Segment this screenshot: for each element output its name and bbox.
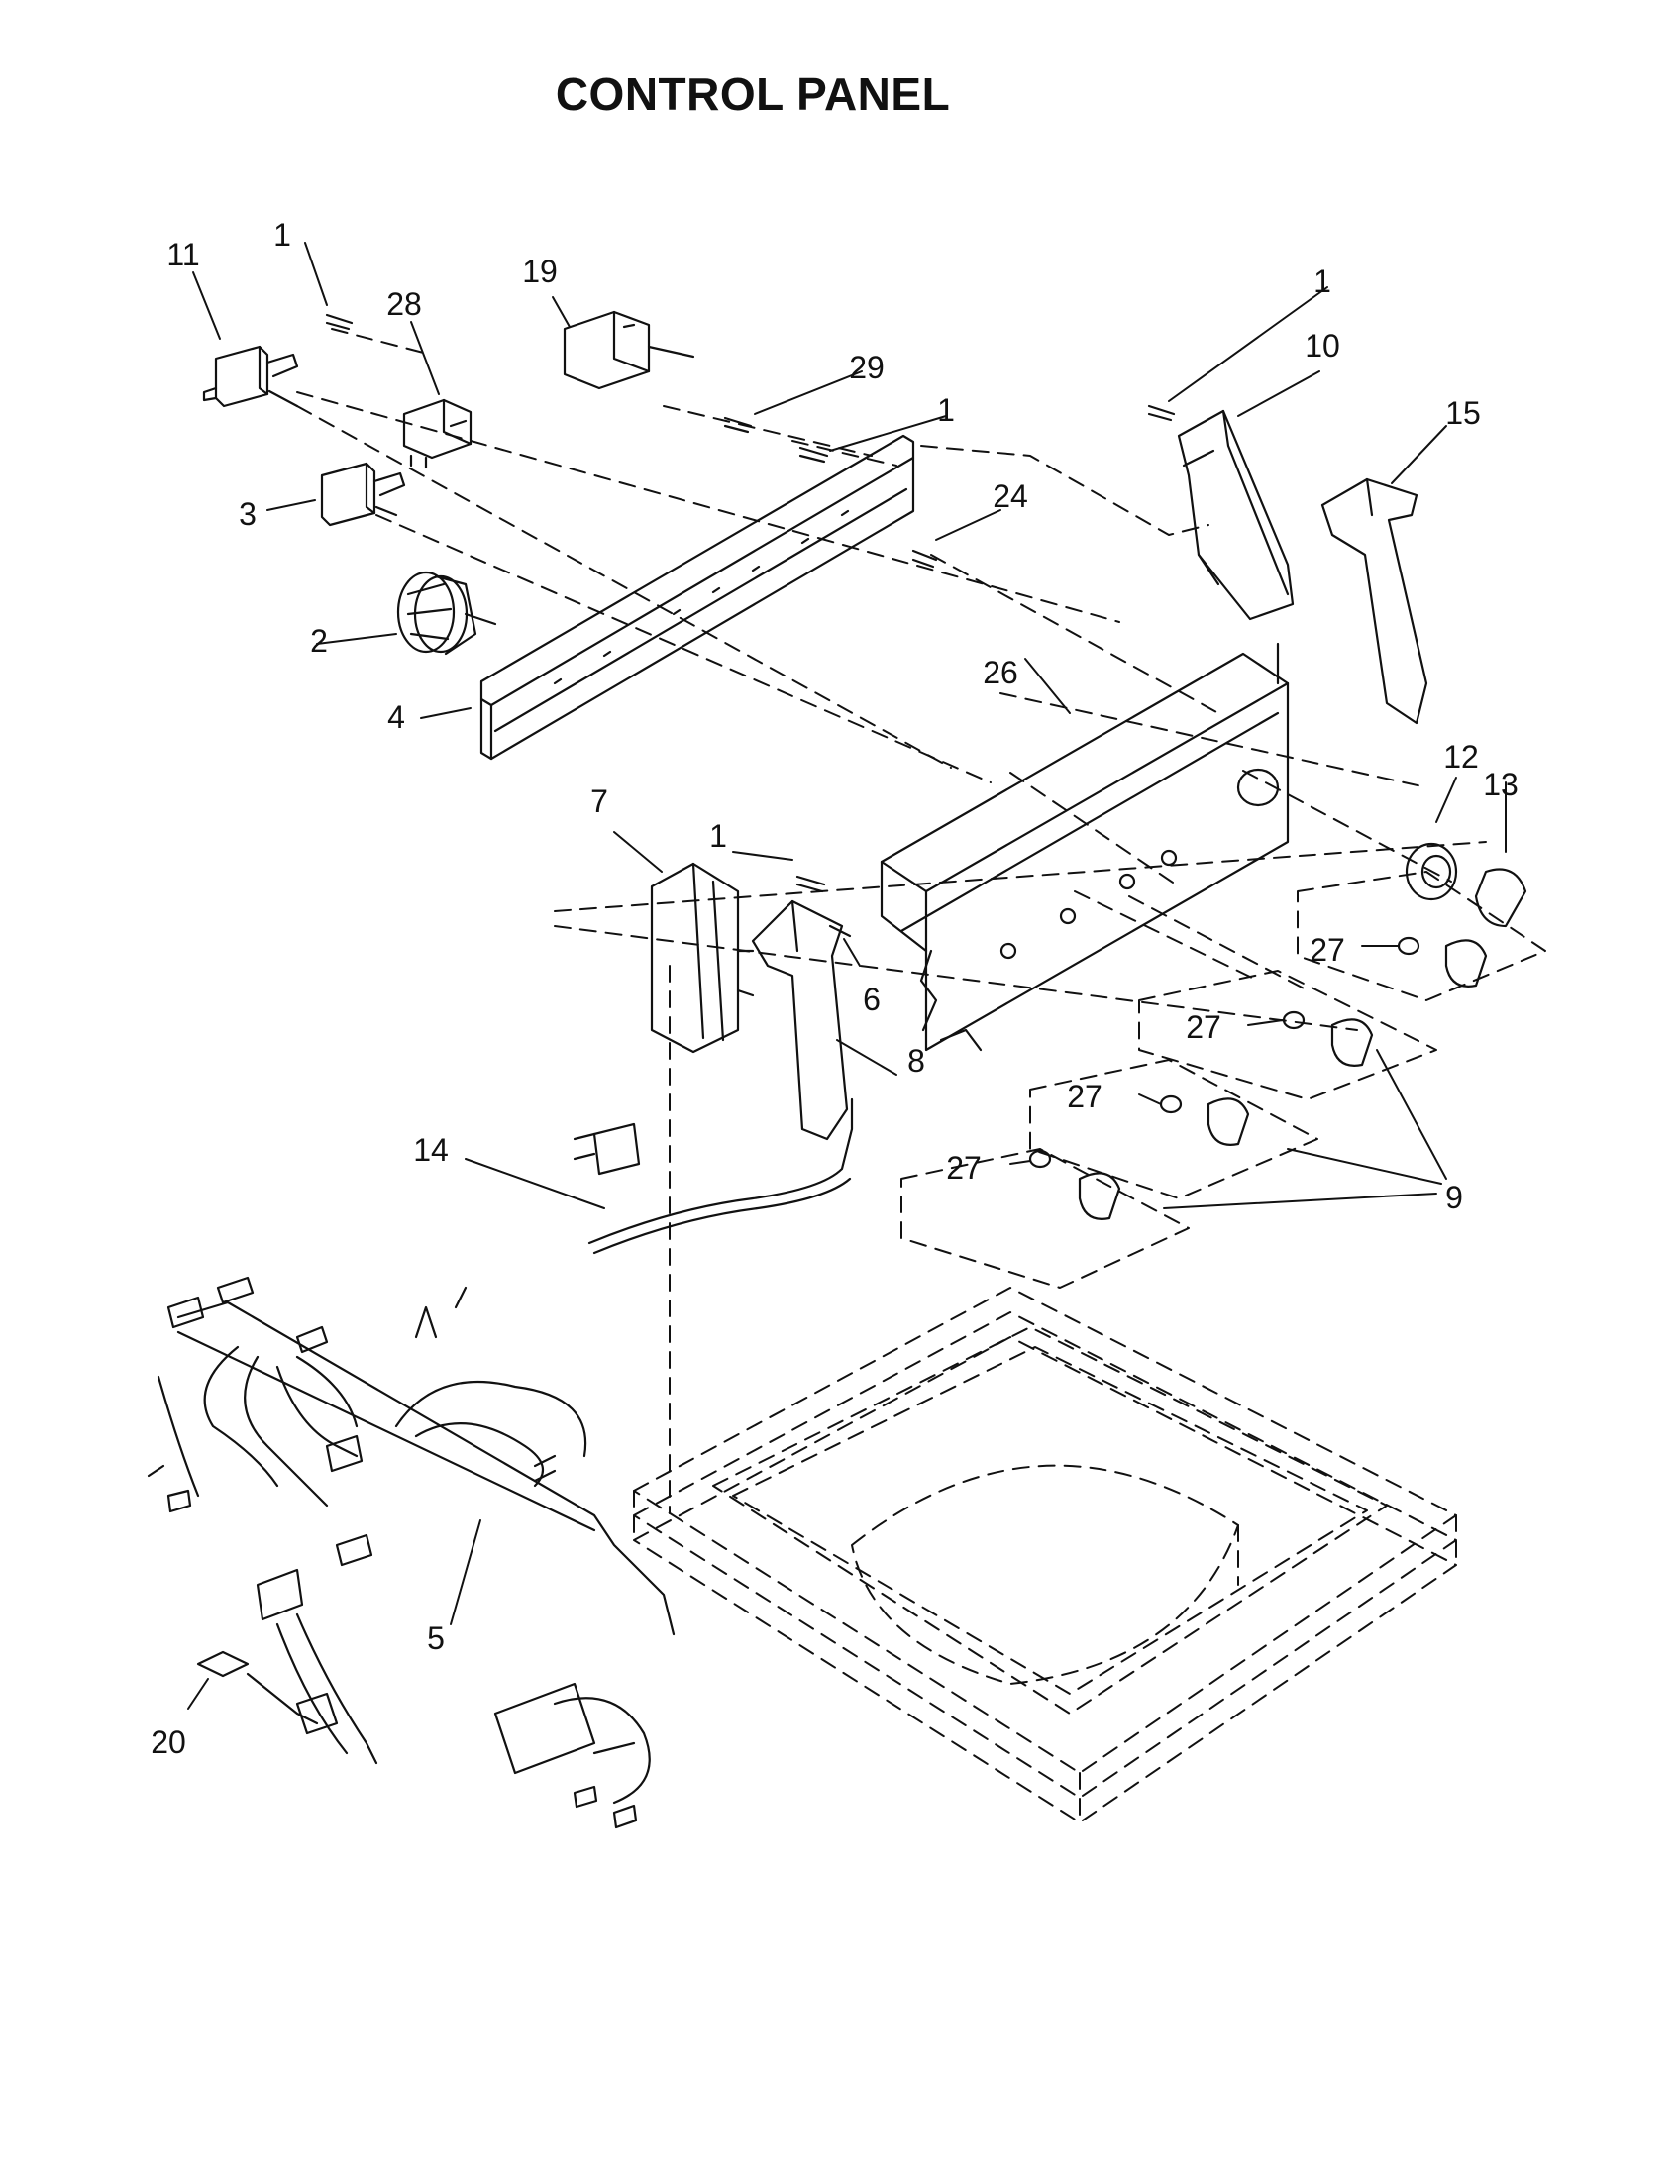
callout-1: 1 xyxy=(709,818,727,854)
callout-19: 19 xyxy=(522,254,558,289)
part-14-power-cord xyxy=(573,1097,854,1255)
callout-24: 24 xyxy=(993,478,1028,514)
callout-8: 8 xyxy=(907,1043,925,1079)
callout-15: 15 xyxy=(1445,395,1481,431)
part-2-rotary-selector xyxy=(396,571,497,656)
callout-2: 2 xyxy=(310,623,328,659)
callout-20: 20 xyxy=(151,1724,186,1760)
callout-27: 27 xyxy=(1067,1079,1102,1114)
callout-leaders xyxy=(187,242,1507,1710)
part-19-timer xyxy=(563,310,695,390)
part-7-end-cap xyxy=(650,862,755,1054)
part-4-control-bracket xyxy=(479,434,915,761)
callout-1: 1 xyxy=(937,392,955,428)
screws xyxy=(325,313,1176,938)
callout-11: 11 xyxy=(166,237,199,272)
part-20-terminal xyxy=(196,1650,339,1735)
part-27-knob-inserts xyxy=(1028,936,1420,1169)
part-8-trim xyxy=(751,899,849,1141)
part-26-console xyxy=(880,642,1290,1052)
callout-28: 28 xyxy=(386,286,422,322)
callout-13: 13 xyxy=(1483,767,1519,802)
part-10-end-cap xyxy=(1177,409,1295,621)
part-5-wire-harness xyxy=(147,1276,676,1829)
callout-12: 12 xyxy=(1443,739,1479,775)
knob-guide-boxes xyxy=(900,871,1546,1289)
callout-4: 4 xyxy=(387,699,405,735)
callout-1: 1 xyxy=(273,217,291,253)
part-28-terminal-block xyxy=(402,398,472,469)
part-9-knobs xyxy=(1078,939,1488,1220)
callout-10: 10 xyxy=(1305,328,1340,364)
callout-1: 1 xyxy=(1313,263,1331,299)
part-3-switch xyxy=(320,462,406,527)
part-12-knob-skirt xyxy=(1405,842,1458,901)
assembly-guide-lines xyxy=(296,328,1487,1514)
diagram-title: CONTROL PANEL xyxy=(555,68,951,120)
callout-3: 3 xyxy=(239,496,257,532)
cabinet-top-dashed xyxy=(633,1287,1457,1823)
callout-6: 6 xyxy=(863,982,881,1017)
part-13-knob xyxy=(1474,868,1527,928)
callout-26: 26 xyxy=(983,655,1018,690)
callout-14: 14 xyxy=(413,1132,449,1168)
callout-27: 27 xyxy=(946,1150,982,1186)
callout-29: 29 xyxy=(849,350,885,385)
callout-27: 27 xyxy=(1186,1009,1221,1045)
part-15-trim xyxy=(1320,477,1428,725)
part-11-switch xyxy=(202,345,299,408)
callout-7: 7 xyxy=(590,783,608,819)
callout-27: 27 xyxy=(1310,932,1345,968)
callout-9: 9 xyxy=(1445,1180,1463,1215)
callout-5: 5 xyxy=(427,1620,445,1656)
